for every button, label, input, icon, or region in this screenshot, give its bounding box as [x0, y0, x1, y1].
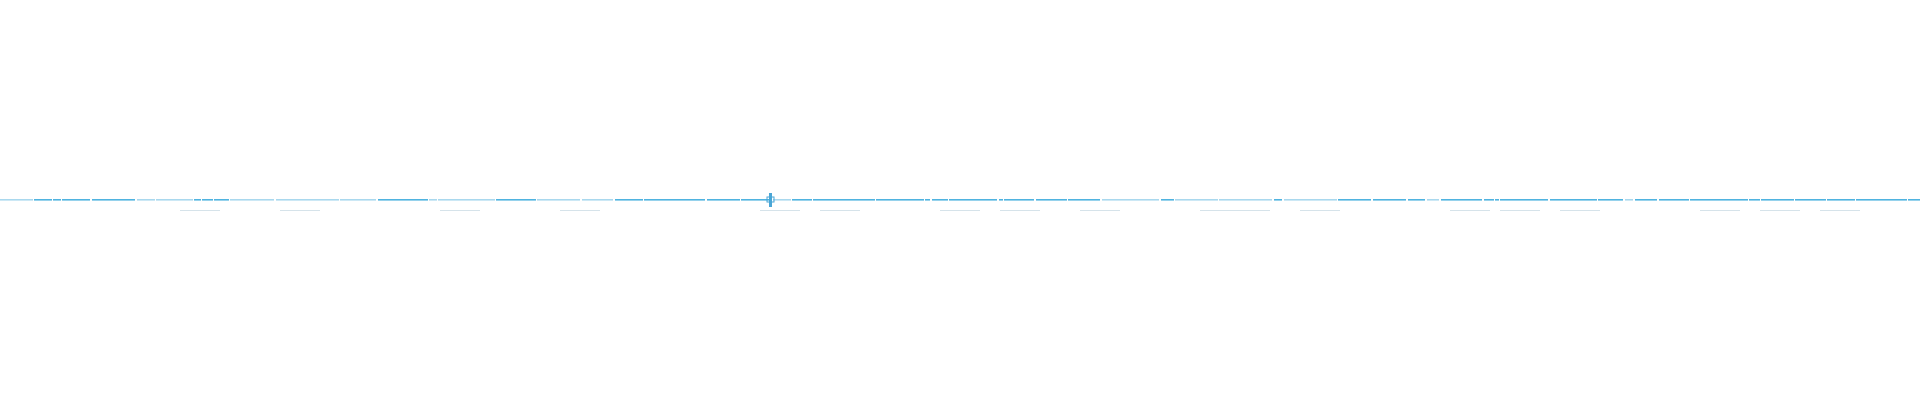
- timeline-tick: [440, 210, 480, 211]
- timeline-tick: [760, 210, 800, 211]
- timeline-tick: [1230, 210, 1270, 211]
- track-segment: [1659, 199, 1689, 201]
- track-segment: [1284, 199, 1337, 201]
- track-segment: [1908, 199, 1920, 201]
- timeline-tick: [280, 210, 320, 211]
- track-segment: [438, 199, 495, 201]
- track-segment: [1373, 199, 1406, 201]
- track-segment: [1795, 199, 1826, 201]
- timeline-tick: [1080, 210, 1120, 211]
- track-segment: [1625, 199, 1633, 201]
- track-segment: [276, 199, 339, 201]
- track-segment: [1068, 199, 1100, 201]
- timeline-tick: [1000, 210, 1040, 211]
- track-segment: [1856, 199, 1907, 201]
- track-segment: [156, 199, 193, 201]
- track-segment: [53, 199, 61, 201]
- track-segment: [876, 199, 924, 201]
- track-segment: [792, 199, 812, 201]
- timeline-tick: [180, 210, 220, 211]
- track-segment: [1004, 199, 1034, 201]
- track-segment: [230, 199, 274, 201]
- track-segment: [62, 199, 90, 201]
- track-segment: [214, 199, 229, 201]
- track-segment: [1427, 199, 1439, 201]
- track-segment: [773, 199, 791, 201]
- track-segment: [582, 199, 613, 201]
- timeline-tick: [1560, 210, 1600, 211]
- track-segment: [92, 199, 135, 201]
- track-segment: [813, 199, 875, 201]
- track-segment: [1500, 199, 1548, 201]
- timeline-tick: [1820, 210, 1860, 211]
- playhead-bar[interactable]: [769, 193, 772, 207]
- track-segment: [202, 199, 213, 201]
- track-segment: [340, 199, 376, 201]
- track-segment: [1102, 199, 1159, 201]
- track-segment: [1036, 199, 1067, 201]
- track-segment: [1219, 199, 1272, 201]
- playhead-marker-icon[interactable]: [766, 193, 775, 207]
- track-segment: [1635, 199, 1657, 201]
- timeline-tick: [1760, 210, 1800, 211]
- timeline-tick: [1450, 210, 1490, 211]
- track-segment: [741, 199, 772, 201]
- track-segment: [1408, 199, 1425, 201]
- timeline-tick: [1200, 210, 1240, 211]
- track-segment: [1761, 199, 1794, 201]
- track-segment: [949, 199, 997, 201]
- track-segment: [707, 199, 740, 201]
- track-segment: [1598, 199, 1623, 201]
- track-segment: [999, 199, 1003, 201]
- track-segment: [925, 199, 930, 201]
- track-segment: [496, 199, 536, 201]
- track-segment: [644, 199, 705, 201]
- track-segment: [537, 199, 580, 201]
- track-segment: [1550, 199, 1597, 201]
- track-segment: [1161, 199, 1174, 201]
- track-segment: [932, 199, 948, 201]
- track-segment: [1274, 199, 1282, 201]
- track-segment: [1690, 199, 1748, 201]
- timeline-tick: [560, 210, 600, 211]
- track-segment: [429, 199, 437, 201]
- track-segment: [615, 199, 643, 201]
- track-segment: [1827, 199, 1855, 201]
- track-segment: [34, 199, 52, 201]
- timeline-tick: [940, 210, 980, 211]
- track-segment: [1338, 199, 1371, 201]
- playhead-handle[interactable]: [766, 196, 775, 203]
- track-segment: [1484, 199, 1494, 201]
- track-segment: [194, 199, 201, 201]
- track-segment: [1749, 199, 1760, 201]
- track-segment: [378, 199, 428, 201]
- track-segment: [1175, 199, 1218, 201]
- timeline-tick: [820, 210, 860, 211]
- track-segment: [137, 199, 155, 201]
- track-segment: [1495, 199, 1499, 201]
- timeline-tick: [1500, 210, 1540, 211]
- timeline-tick: [1300, 210, 1340, 211]
- track-segment: [0, 199, 33, 201]
- track-segment: [1441, 199, 1482, 201]
- timeline-tick: [1700, 210, 1740, 211]
